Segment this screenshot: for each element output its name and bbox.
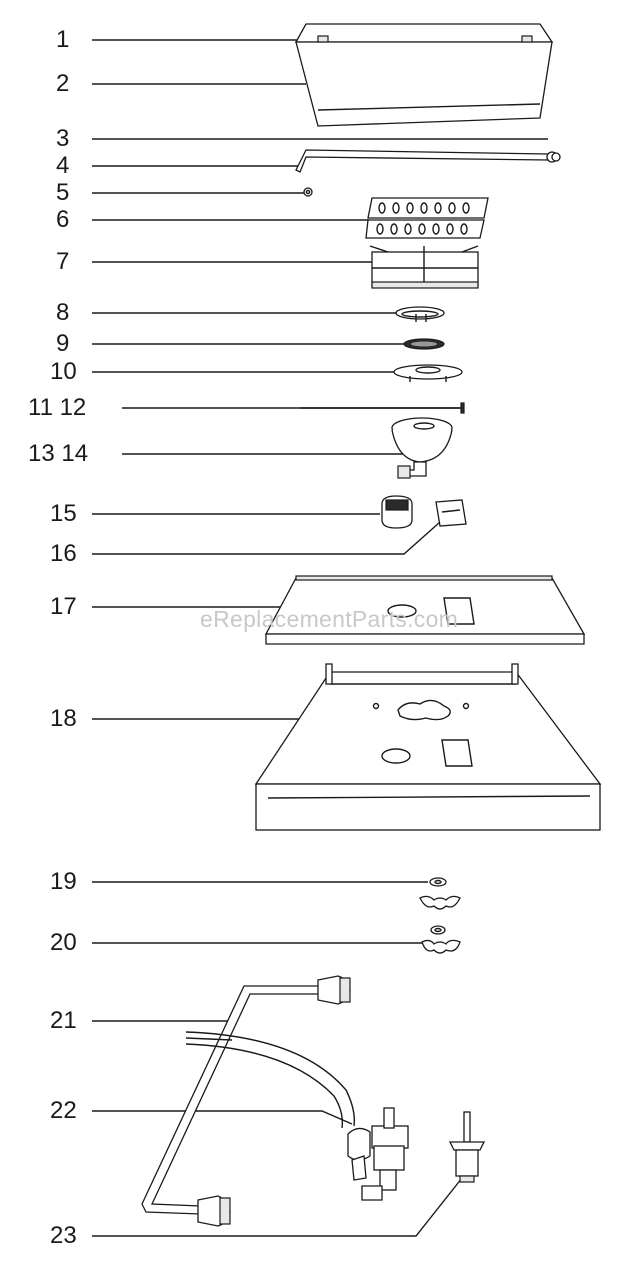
- part-5-ring: [303, 187, 313, 197]
- callout-23: 23: [50, 1222, 77, 1249]
- callout-21: 21: [50, 1007, 77, 1034]
- callout-9: 9: [56, 330, 70, 357]
- part-10-plate: [393, 364, 463, 382]
- callout-6: 6: [56, 206, 70, 233]
- part-21-tube: [141, 975, 351, 1227]
- callout-7: 7: [56, 248, 70, 275]
- leader-lines: [92, 39, 548, 1237]
- callout-19: 19: [50, 868, 77, 895]
- callout-11-12: 11 12: [28, 394, 87, 421]
- part-6-perforated-plate: [365, 197, 489, 239]
- watermark: eReplacementParts.com: [200, 606, 459, 632]
- part-22-valve: [185, 1031, 409, 1201]
- callout-16: 16: [50, 540, 77, 567]
- part-1-2-hood: [294, 23, 554, 127]
- callout-2: 2: [56, 70, 70, 97]
- part-16-plate: [435, 499, 467, 527]
- part-18-base: [254, 663, 602, 831]
- callout-8: 8: [56, 299, 70, 326]
- callout-17: 17: [50, 593, 77, 620]
- part-11-12-pin: [300, 402, 465, 414]
- callout-18: 18: [50, 705, 77, 732]
- part-17-shield: [264, 575, 586, 645]
- part-23-igniter: [448, 1111, 486, 1183]
- callout-22: 22: [50, 1097, 77, 1124]
- callout-20: 20: [50, 929, 77, 956]
- part-3-4-rod: [295, 149, 561, 173]
- callout-10: 10: [50, 358, 77, 385]
- callout-15: 15: [50, 500, 77, 527]
- part-19-20-hardware: [419, 877, 461, 954]
- callout-13-14: 13 14: [28, 440, 89, 467]
- callout-1: 1: [56, 26, 70, 53]
- part-7-grate: [369, 245, 479, 289]
- part-8-ring: [395, 306, 445, 322]
- callout-5: 5: [56, 179, 70, 206]
- callout-4: 4: [56, 152, 70, 179]
- part-15-cap: [381, 495, 413, 529]
- part-13-14-burner: [391, 417, 453, 479]
- part-9-gasket: [403, 338, 445, 350]
- callout-3: 3: [56, 125, 70, 152]
